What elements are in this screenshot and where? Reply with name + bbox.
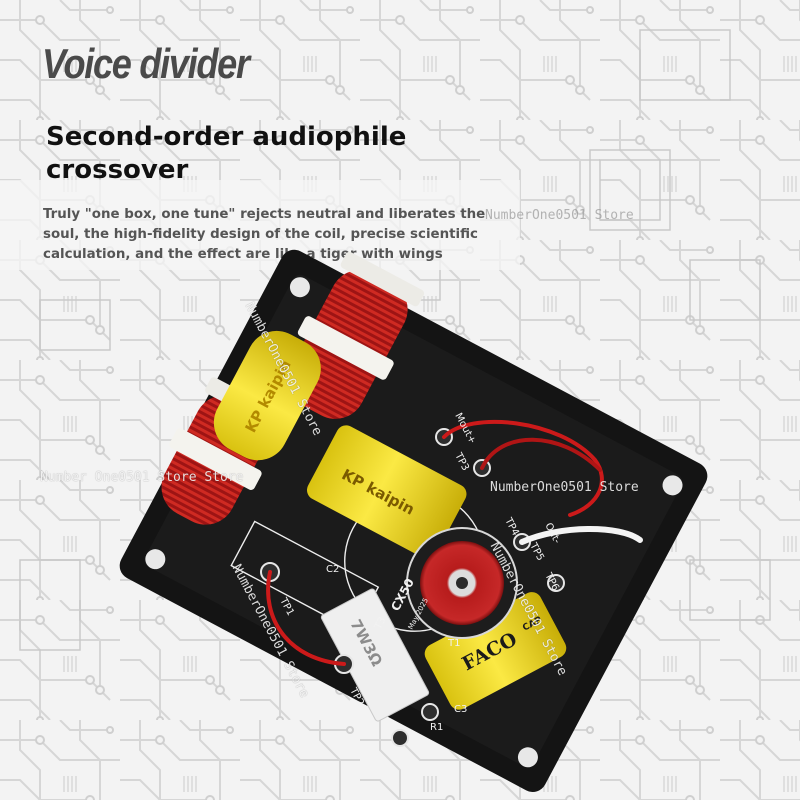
brand-title: Voice divider — [42, 40, 250, 87]
watermark-top: NumberOne0501 Store — [485, 208, 634, 223]
svg-text:T1: T1 — [447, 638, 460, 649]
svg-text:C2: C2 — [326, 564, 339, 575]
wires — [266, 419, 643, 666]
capacitor-c2: KP kaipin — [307, 425, 467, 559]
tagline: Truly "one box, one tune" rejects neutra… — [43, 207, 486, 262]
svg-text:C3: C3 — [454, 704, 467, 715]
headline: Second-order audiophile crossover — [46, 122, 407, 185]
capacitor-c1: KP kaipin — [213, 330, 321, 461]
toroidal-inductor — [406, 527, 518, 639]
watermark-right: NumberOne0501 Store — [490, 480, 639, 495]
svg-text:R1: R1 — [430, 722, 443, 733]
capacitor-c3: FACO CAP — [424, 592, 567, 710]
watermark-left: Number One0501 Store Store — [40, 470, 244, 485]
